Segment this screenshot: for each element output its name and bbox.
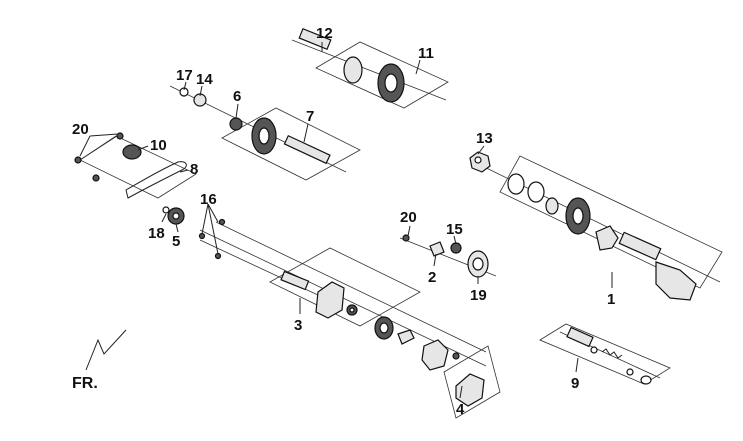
leader-lines — [79, 42, 613, 399]
callout-labels: 12 11 17 14 6 7 20 10 8 16 18 5 13 20 15… — [72, 25, 615, 418]
callout-7: 7 — [306, 108, 314, 125]
front-label: FR. — [72, 375, 98, 392]
assembly-3-pump — [198, 218, 501, 419]
callout-12: 12 — [316, 25, 333, 42]
callout-2: 2 — [428, 269, 436, 286]
callout-15: 15 — [446, 221, 463, 238]
part-2-clip — [429, 241, 445, 257]
callout-20-right: 20 — [400, 209, 417, 226]
assembly-7-gear-shaft — [169, 85, 361, 181]
assembly-9-valve — [539, 323, 671, 385]
callout-8: 8 — [190, 161, 198, 178]
front-direction-indicator: FR. — [72, 329, 127, 392]
callout-16: 16 — [200, 191, 217, 208]
assembly-1-crank-gear — [469, 151, 723, 301]
part-4-cover — [455, 373, 485, 407]
callout-19: 19 — [470, 287, 487, 304]
callout-14: 14 — [196, 71, 213, 88]
assembly-11-gear-set — [291, 27, 449, 109]
callout-4: 4 — [456, 401, 465, 418]
callout-3: 3 — [294, 317, 302, 334]
callout-10: 10 — [150, 137, 167, 154]
front-arrow-icon — [85, 329, 127, 371]
part-15-nut — [450, 242, 462, 254]
part-10-guide — [122, 144, 142, 160]
callout-17: 17 — [176, 67, 193, 84]
callout-5: 5 — [172, 233, 180, 250]
callout-18: 18 — [148, 225, 165, 242]
part-18-washer — [162, 206, 170, 214]
callout-6: 6 — [233, 88, 241, 105]
callout-1: 1 — [607, 291, 615, 308]
part-6-seal — [229, 117, 243, 131]
assembly-8-chain — [74, 132, 197, 225]
assembly-19-bearing — [399, 234, 497, 278]
callout-20-left: 20 — [72, 121, 89, 138]
callout-13: 13 — [476, 130, 493, 147]
part-3-housing — [315, 281, 345, 319]
callout-9: 9 — [571, 375, 579, 392]
callout-11: 11 — [418, 45, 434, 62]
